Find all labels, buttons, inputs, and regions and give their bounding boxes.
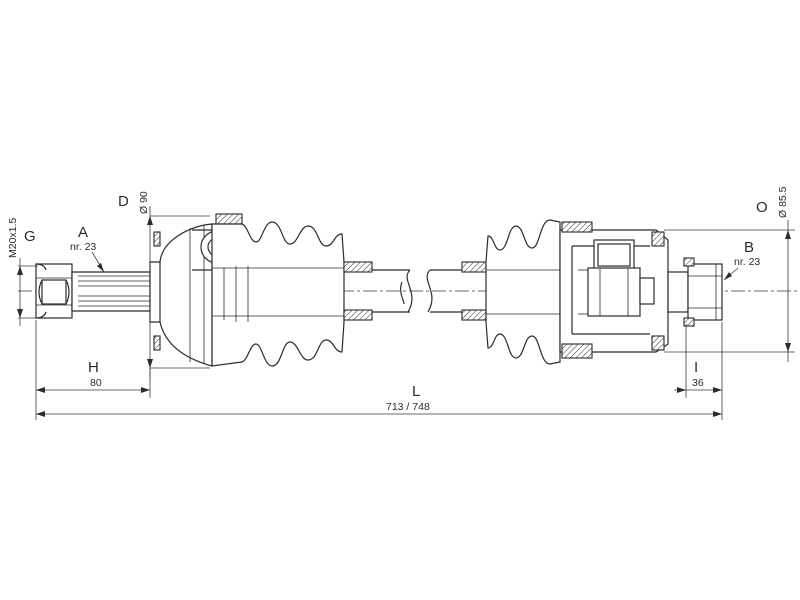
right-boot [461,219,561,365]
label-d: D [118,193,129,210]
leader-a [91,251,105,273]
label-i-value: 36 [692,377,704,389]
label-o: O [756,199,768,216]
label-d-value: Ø 90 [138,191,150,214]
dimension-l [36,411,722,417]
label-g: G [24,228,36,245]
main-shaft [372,269,462,313]
label-g-value: M20x1.5 [7,218,19,258]
dimension-i [674,322,723,420]
leader-b [723,267,739,281]
label-h-value: 80 [90,377,102,389]
label-l: L [412,383,420,400]
label-o-value: Ø 85.5 [777,186,789,218]
label-a: A [78,224,88,241]
label-b: B [744,239,754,256]
left-boot [211,221,373,367]
spline-shaft [71,271,151,312]
label-b-sub: nr. 23 [734,256,760,268]
dimension-d [147,206,210,378]
label-a-sub: nr. 23 [70,241,96,253]
label-h: H [88,359,99,376]
dimension-g [17,258,38,326]
threaded-stud [35,263,73,319]
inner-tripod-joint [559,221,669,359]
label-i: I [694,359,698,376]
dimension-h [35,320,151,420]
label-l-value: 713 / 748 [386,401,430,413]
stub-shaft [667,257,723,327]
